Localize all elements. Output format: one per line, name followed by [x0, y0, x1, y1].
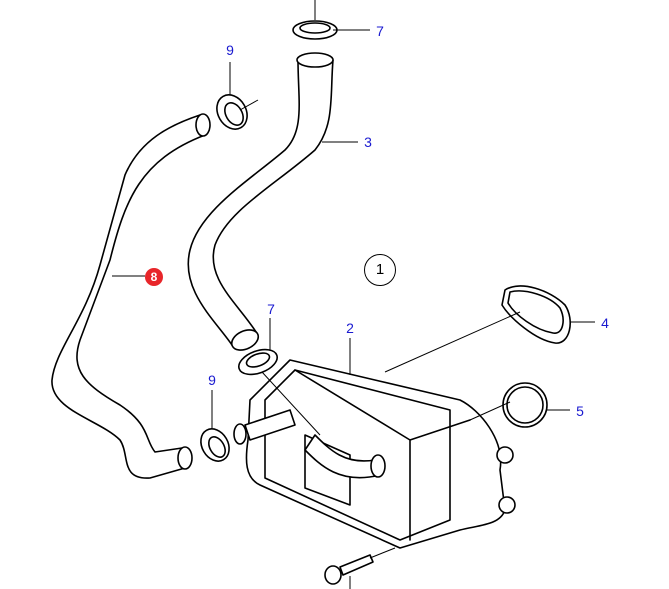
oil-cooler-2[interactable]	[233, 359, 516, 549]
hose-clamp-7-top[interactable]	[292, 0, 338, 40]
callout-9-lower[interactable]: 9	[208, 372, 216, 388]
bolt[interactable]	[324, 547, 396, 589]
hose-clamp-9-top[interactable]	[211, 89, 253, 134]
seal-5[interactable]	[502, 382, 548, 428]
callout-5[interactable]: 5	[576, 403, 584, 419]
callout-7-top[interactable]: 7	[376, 23, 384, 39]
callout-4[interactable]: 4	[601, 315, 609, 331]
callout-7-lower[interactable]: 7	[267, 301, 275, 317]
hose-8[interactable]	[51, 113, 211, 479]
seal-4[interactable]	[501, 285, 571, 344]
leader-lines	[112, 29, 595, 436]
callout-8-highlighted[interactable]: 8	[145, 268, 163, 286]
callout-3[interactable]: 3	[364, 134, 372, 150]
callout-9-top[interactable]: 9	[226, 42, 234, 58]
assembly-number-badge: 1	[364, 254, 396, 286]
hose-clamp-9-lower[interactable]	[195, 424, 235, 466]
hose-3[interactable]	[187, 52, 334, 354]
callout-2[interactable]: 2	[346, 320, 354, 336]
